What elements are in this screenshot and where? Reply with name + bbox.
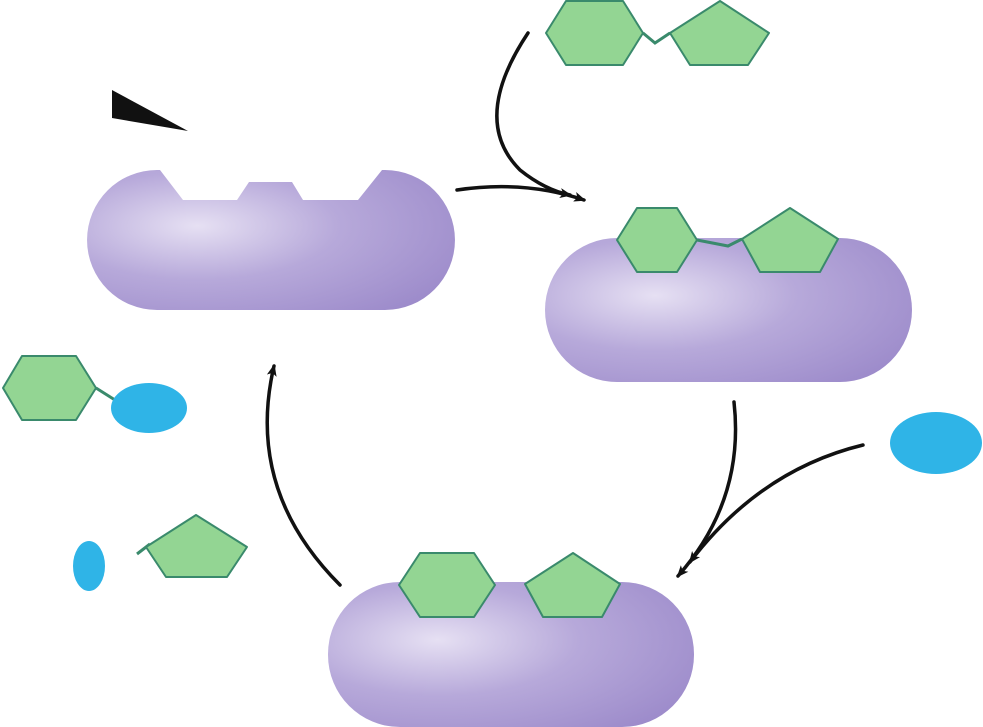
bound-product-pentagon: [524, 552, 621, 618]
arrow-products-to-enzyme: [265, 364, 342, 587]
water-molecule: [890, 412, 982, 474]
product-pentagon: [145, 514, 248, 578]
product-hexagon: [2, 355, 97, 421]
free-enzyme-body: [87, 170, 455, 310]
substrate-bond: [642, 31, 671, 45]
free-enzyme: [87, 170, 455, 310]
product-ellipse-large: [111, 383, 187, 433]
arrow-water-addition: [688, 443, 865, 564]
enzyme-products-body: [328, 582, 694, 727]
enzyme-substrate-body: [545, 238, 912, 382]
enzyme-substrate-complex: [545, 207, 912, 382]
arrow-substrate-binding: [495, 31, 572, 198]
substrate-molecule: [545, 0, 770, 66]
arrow-complex-to-products: [676, 400, 738, 578]
substrate-pentagon: [669, 0, 770, 66]
enzyme-products-complex: [328, 552, 694, 727]
product-ellipse-small: [73, 541, 105, 591]
substrate-bond: [696, 237, 743, 248]
substrate-hexagon: [545, 0, 644, 66]
products: [2, 355, 248, 591]
bound-product-hexagon: [398, 552, 496, 618]
product-bond: [95, 386, 116, 402]
cycle-arrows: [265, 31, 865, 587]
pointer-arrow-icon: [112, 90, 188, 131]
bound-substrate-pentagon: [741, 207, 839, 273]
